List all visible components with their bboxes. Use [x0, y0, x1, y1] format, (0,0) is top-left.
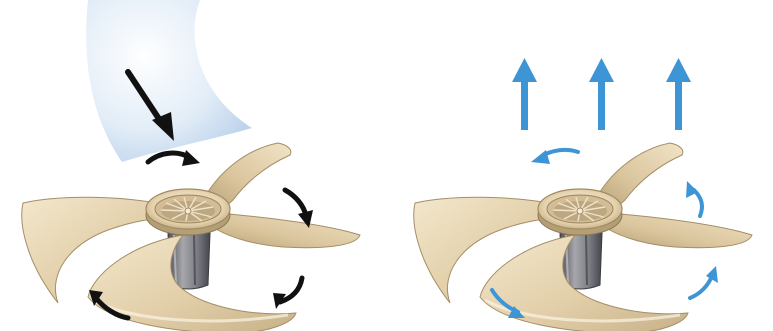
upward-arrow-icon [512, 58, 691, 130]
fan-rotor-icon [414, 143, 752, 331]
left-panel [22, 0, 360, 331]
air-plume-icon [86, 0, 252, 162]
fan-rotor-icon [22, 143, 360, 331]
right-panel [414, 58, 752, 331]
